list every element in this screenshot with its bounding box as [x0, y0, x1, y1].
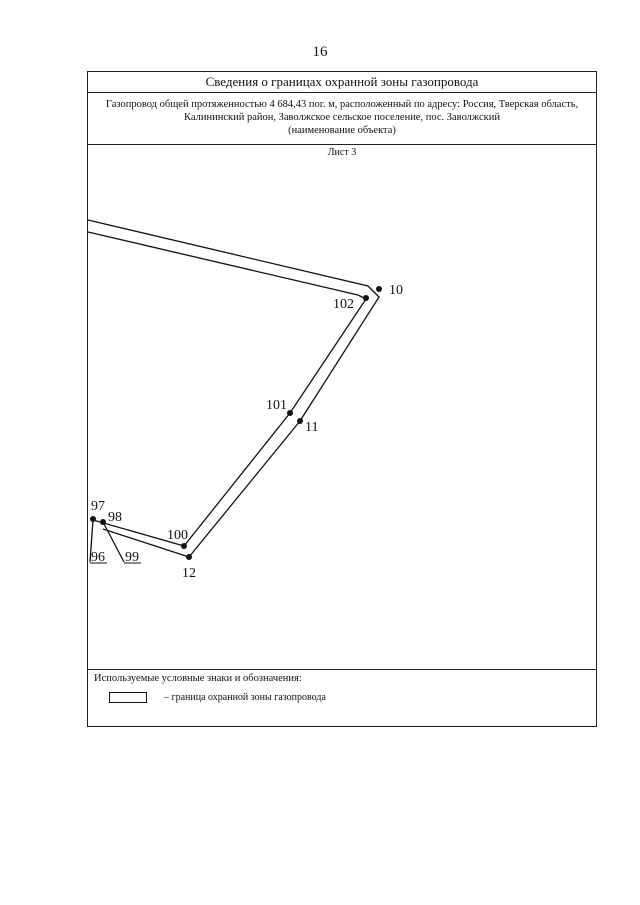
section-title: Сведения о границах охранной зоны газопр… — [88, 72, 596, 93]
object-line-1: Газопровод общей протяженностью 4 684,43… — [105, 99, 579, 110]
sheet-label: Лист 3 — [327, 147, 357, 158]
legend-title: Используемые условные знаки и обозначени… — [94, 673, 302, 684]
legend-boundary-swatch-icon — [109, 692, 147, 703]
legend: Используемые условные знаки и обозначени… — [88, 669, 596, 728]
legend-item-text: – граница охранной зоны газопровода — [164, 692, 326, 703]
object-description: Газопровод общей протяженностью 4 684,43… — [88, 92, 596, 145]
document-frame: Сведения о границах охранной зоны газопр… — [87, 71, 597, 727]
object-caption: (наименование объекта) — [288, 125, 396, 136]
object-line-2: Калининский район, Заволжское сельское п… — [184, 112, 500, 123]
page-number: 16 — [312, 44, 328, 60]
